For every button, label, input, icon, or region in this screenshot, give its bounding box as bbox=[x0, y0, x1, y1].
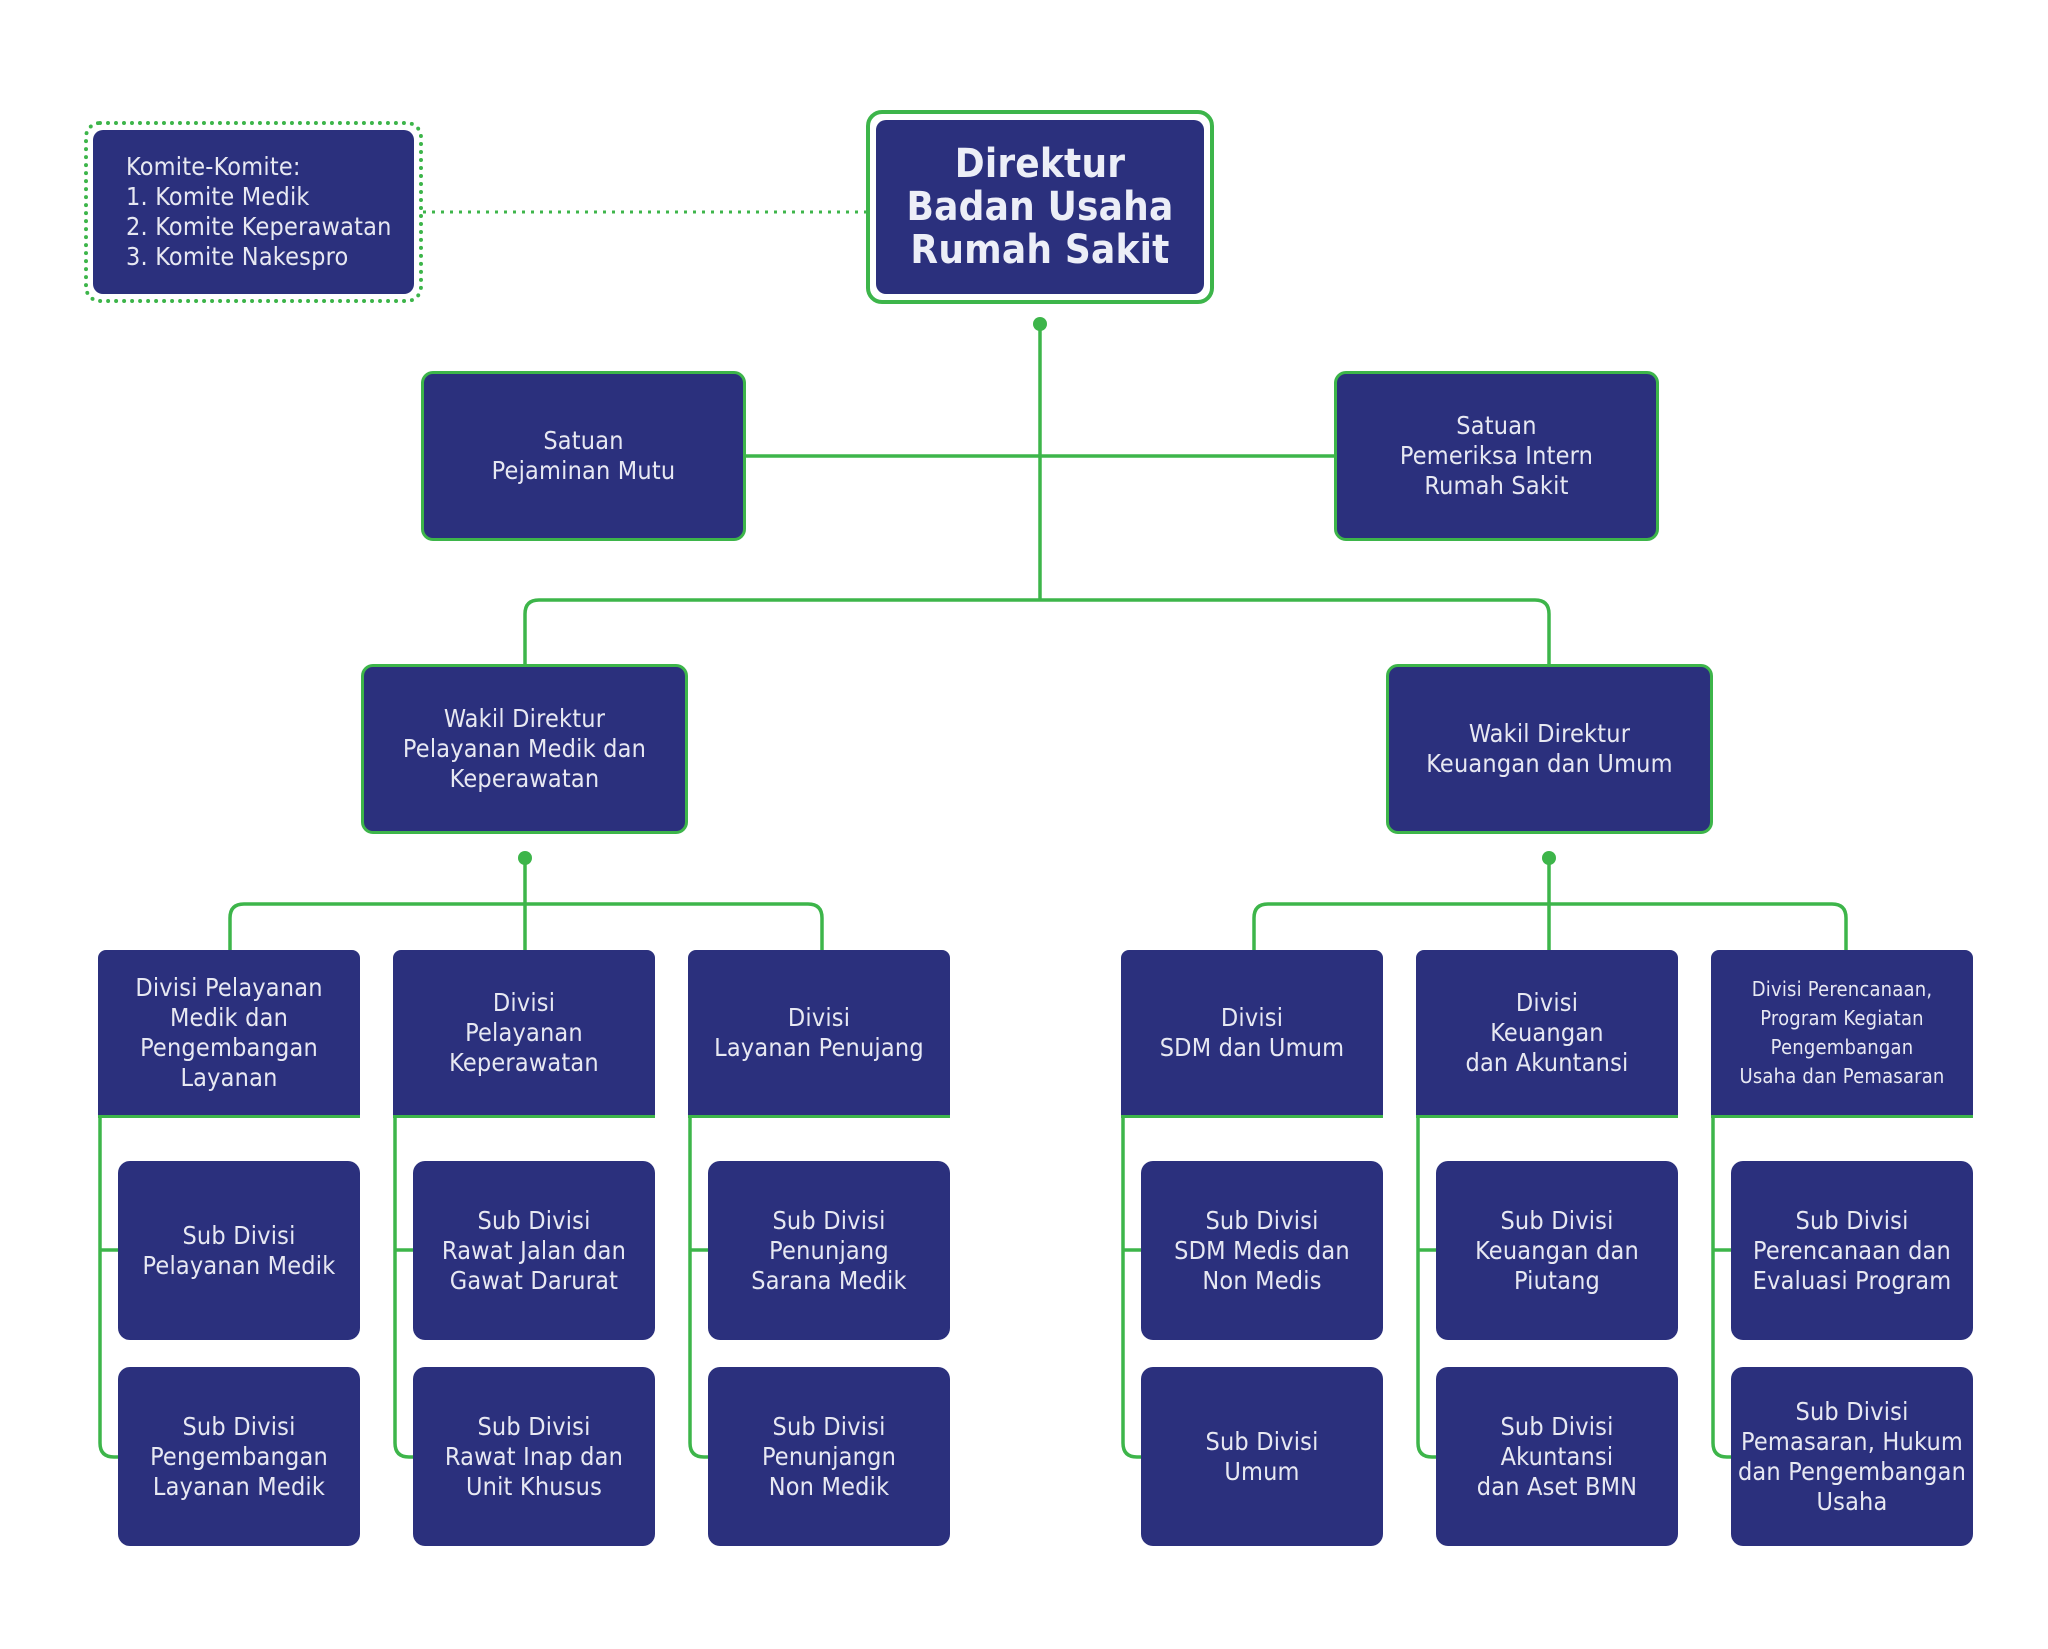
division-hr-general: Divisi SDM dan Umum bbox=[1121, 950, 1383, 1118]
connector-dot bbox=[1033, 317, 1047, 331]
deputy-finance-general: Wakil Direktur Keuangan dan Umum bbox=[1386, 664, 1713, 834]
division-nursing-service: Divisi Pelayanan Keperawatan bbox=[393, 950, 655, 1118]
subdivision-non-medical-support: Sub Divisi Penunjangn Non Medik bbox=[708, 1367, 950, 1546]
subdivision-medical-support: Sub Divisi Penunjang Sarana Medik bbox=[708, 1161, 950, 1340]
division-medical-service-development: Divisi Pelayanan Medik dan Pengembangan … bbox=[98, 950, 360, 1118]
unit-internal-audit: Satuan Pemeriksa Intern Rumah Sakit bbox=[1334, 371, 1659, 541]
connector-dot bbox=[1542, 851, 1556, 865]
committees-box: Komite-Komite: 1. Komite Medik 2. Komite… bbox=[93, 130, 414, 294]
subdivision-medical-service-development: Sub Divisi Pengembangan Layanan Medik bbox=[118, 1367, 360, 1546]
subdivision-planning-evaluation: Sub Divisi Perencanaan dan Evaluasi Prog… bbox=[1731, 1161, 1973, 1340]
director-box: Direktur Badan Usaha Rumah Sakit bbox=[876, 120, 1204, 294]
subdivision-medical-service: Sub Divisi Pelayanan Medik bbox=[118, 1161, 360, 1340]
subdivision-medical-non-medical-hr: Sub Divisi SDM Medis dan Non Medis bbox=[1141, 1161, 1383, 1340]
division-planning-marketing: Divisi Perencanaan, Program Kegiatan Pen… bbox=[1711, 950, 1973, 1118]
connector-dot bbox=[518, 851, 532, 865]
deputy-medical-nursing: Wakil Direktur Pelayanan Medik dan Keper… bbox=[361, 664, 688, 834]
subdivision-general: Sub Divisi Umum bbox=[1141, 1367, 1383, 1546]
subdivision-inpatient-special-unit: Sub Divisi Rawat Inap dan Unit Khusus bbox=[413, 1367, 655, 1546]
subdivision-marketing-legal-development: Sub Divisi Pemasaran, Hukum dan Pengemba… bbox=[1731, 1367, 1973, 1546]
subdivision-finance-receivables: Sub Divisi Keuangan dan Piutang bbox=[1436, 1161, 1678, 1340]
division-finance-accounting: Divisi Keuangan dan Akuntansi bbox=[1416, 950, 1678, 1118]
subdivision-accounting-assets: Sub Divisi Akuntansi dan Aset BMN bbox=[1436, 1367, 1678, 1546]
unit-quality-assurance: Satuan Pejaminan Mutu bbox=[421, 371, 746, 541]
subdivision-outpatient-emergency: Sub Divisi Rawat Jalan dan Gawat Darurat bbox=[413, 1161, 655, 1340]
division-support-service: Divisi Layanan Penujang bbox=[688, 950, 950, 1118]
